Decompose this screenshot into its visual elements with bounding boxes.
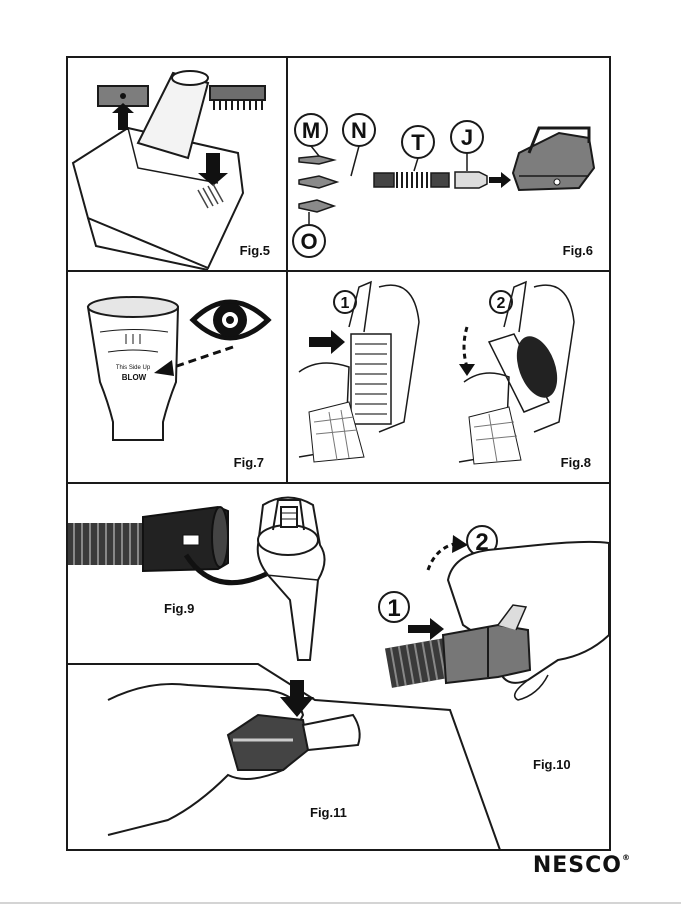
figure-6-panel: M N T J O Fig.6 [289, 58, 609, 270]
nozzle-imprint-blow: BLOW [122, 373, 147, 382]
figure-label: Fig.5 [240, 243, 270, 258]
fig10-illustration: 2 1 [379, 526, 609, 700]
figure-label: Fig.10 [533, 757, 571, 772]
fig9-hose [68, 507, 228, 571]
part-label-j: J [461, 125, 473, 150]
figure-7-panel: This Side Up BLOW Fig.7 [68, 272, 286, 482]
figure-label: Fig.7 [234, 455, 264, 470]
floor-brush-illustration [68, 58, 286, 270]
step-number: 2 [497, 295, 506, 312]
figure-5-panel: Fig.5 [68, 58, 286, 270]
part-label-t: T [411, 130, 425, 155]
blow-nozzle-illustration: This Side Up BLOW [68, 272, 286, 482]
nesco-logo: NESCO® [533, 853, 631, 878]
figure-label: Fig.8 [561, 455, 591, 470]
part-label-n: N [351, 118, 367, 143]
part-label-o: O [300, 229, 317, 254]
figure-label: Fig.11 [310, 805, 347, 820]
nozzle-imprint-text: This Side Up [116, 365, 151, 371]
filter-removal-illustration: 1 2 [289, 272, 609, 482]
figure-8-panel: 1 2 Fig.8 [289, 272, 609, 482]
scan-artifact-line [0, 902, 681, 905]
part-label-m: M [302, 118, 320, 143]
figure-label: Fig.9 [164, 601, 194, 616]
accessory-connection-illustration: M N T J O [289, 58, 609, 270]
brand-name: NESCO [533, 853, 622, 878]
figure-label: Fig.6 [563, 243, 593, 258]
step-number: 1 [387, 595, 400, 622]
figures-9-10-11-panel: 2 1 Fig.10 [68, 485, 609, 849]
step-number: 1 [341, 295, 350, 312]
fig9-crevice-tool [258, 498, 325, 661]
hose-attachment-illustrations: 2 1 Fig.10 [68, 485, 609, 849]
